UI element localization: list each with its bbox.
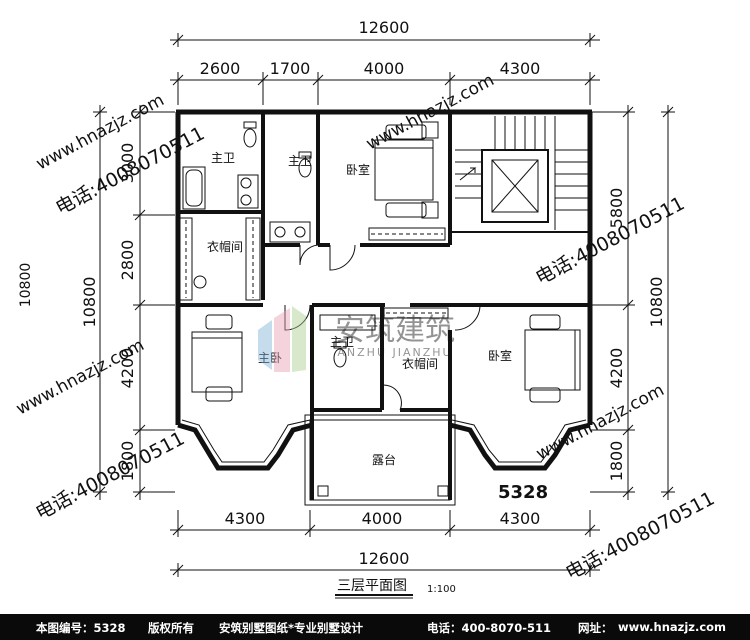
room-label-master-bath-2: 主卫 <box>288 154 312 168</box>
room-label-bedroom-top: 卧室 <box>346 162 370 177</box>
dim-top-segment: 2600 <box>200 59 241 78</box>
dim-right-total: 10800 <box>647 277 666 328</box>
dim-right-segment: 5800 <box>607 188 626 229</box>
door-swings <box>284 244 481 411</box>
footer-copyright: 版权所有 <box>148 621 194 635</box>
room-label-master-bath-3: 主卫 <box>330 335 354 349</box>
dimension-bottom <box>170 510 600 577</box>
dim-left-total: 10800 <box>80 277 99 328</box>
dim-left-segment: 1800 <box>118 441 137 482</box>
footer-site-link[interactable]: www.hnazjz.com <box>618 620 727 634</box>
footer-site-label: 网址： <box>578 621 613 635</box>
plan-number: 5328 <box>498 482 548 503</box>
logo-text-cn: 安筑建筑 <box>335 313 455 348</box>
dim-left-ghost: 10800 <box>18 263 34 308</box>
room-label-closet-left: 衣帽间 <box>207 239 243 254</box>
dimension-right <box>590 105 675 500</box>
footer-phone: 电话：400-8070-511 <box>427 621 552 635</box>
bath-fixtures <box>182 121 376 368</box>
dim-bottom-segment: 4300 <box>500 509 541 528</box>
dim-right-segment: 4200 <box>607 348 626 389</box>
stairwell <box>449 111 591 233</box>
beds <box>191 121 581 403</box>
dim-top-total: 12600 <box>359 18 410 37</box>
dim-bottom-segment: 4000 <box>362 509 403 528</box>
dim-top-segment: 4300 <box>500 59 541 78</box>
bay-window-glazing <box>181 419 587 463</box>
room-label-master-bath-1: 主卫 <box>211 151 235 165</box>
logo-text-en: ANZHU JIANZHU <box>337 346 452 359</box>
footer-plan-no: 本图编号：5328 <box>36 621 126 635</box>
room-label-bedroom-right: 卧室 <box>488 348 512 363</box>
dim-bottom-total: 12600 <box>359 549 410 568</box>
room-label-closet-mid: 衣帽间 <box>402 356 438 371</box>
footer-company: 安筑别墅图纸*专业别墅设计 <box>219 621 364 635</box>
terrace-railing <box>304 414 456 506</box>
drawing-scale: 1:100 <box>427 584 456 595</box>
watermark-phone: 电话:4008070511 <box>32 427 188 524</box>
dimension-top <box>170 33 600 105</box>
drawing-title: 三层平面图 <box>337 578 407 594</box>
dim-left-segment: 2800 <box>118 240 137 281</box>
dim-right-segment: 1800 <box>607 441 626 482</box>
room-label-master-bedroom: 主卧 <box>258 351 282 365</box>
closet-hangers <box>179 217 449 319</box>
anzhu-logo: 安筑建筑 ANZHU JIANZHU <box>258 306 455 372</box>
watermark-site: www.hnazjz.com <box>533 380 668 464</box>
footer-bar: 本图编号：5328 版权所有 安筑别墅图纸*专业别墅设计 电话：400-8070… <box>0 614 750 640</box>
dim-top-segment: 4000 <box>364 59 405 78</box>
room-label-terrace: 露台 <box>372 452 396 467</box>
dim-top-segment: 1700 <box>270 59 311 78</box>
interior-walls <box>178 112 590 500</box>
dim-left-segment: 3000 <box>118 143 137 184</box>
dim-left-segment: 4200 <box>118 348 137 389</box>
dim-bottom-segment: 4300 <box>225 509 266 528</box>
dimension-left <box>93 105 175 500</box>
